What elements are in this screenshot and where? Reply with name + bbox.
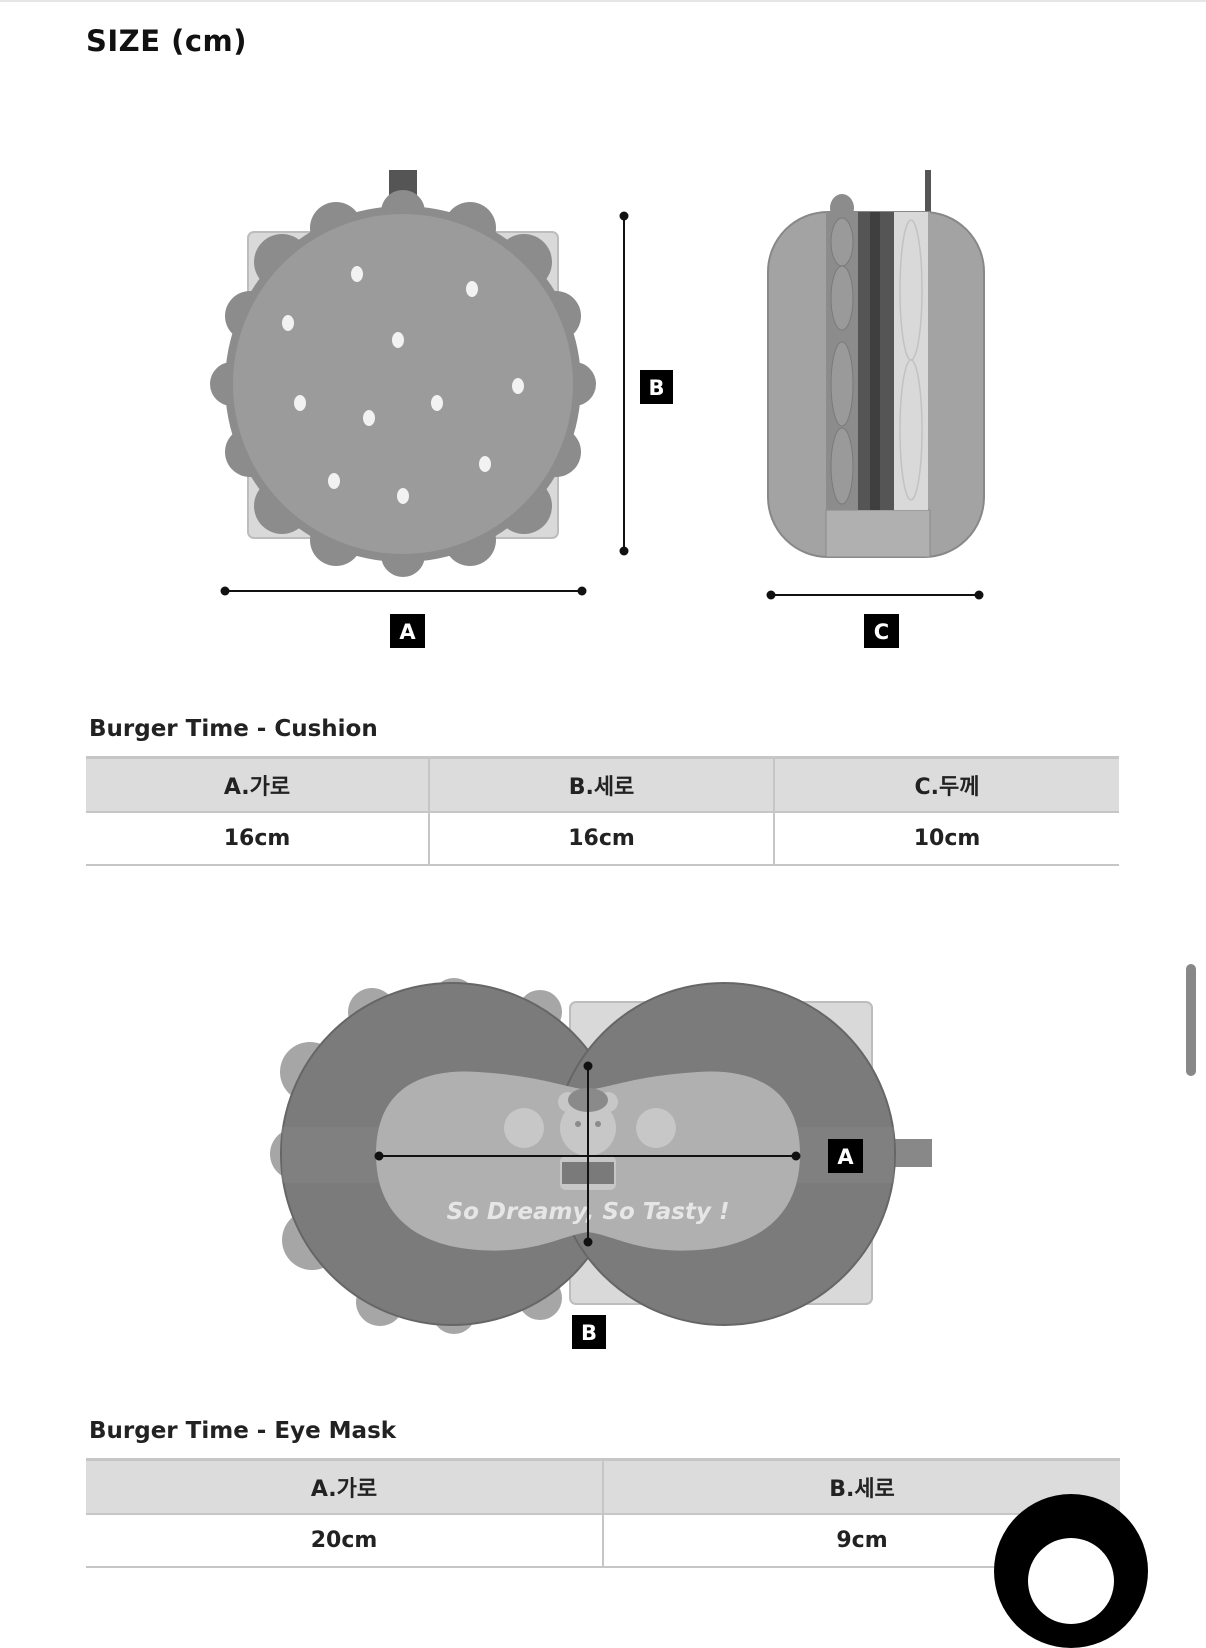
scrollbar-thumb[interactable] <box>1186 964 1196 1076</box>
label-a-text: A <box>399 620 416 644</box>
size-diagrams: So Dreamy, So Tasty ! B A C A B <box>210 170 985 1349</box>
mask-dimension-b-line <box>583 1061 593 1247</box>
cushion-size-table: A.가로 B.세로 C.두께 16cm 16cm 10cm <box>86 756 1119 866</box>
cell-width: 16cm <box>86 812 429 866</box>
label-box-a: A <box>390 614 425 648</box>
chat-icon[interactable] <box>994 1494 1148 1648</box>
eye-mask-illustration: So Dreamy, So Tasty ! <box>270 978 932 1334</box>
cell-height: 16cm <box>428 812 774 866</box>
eye-mask-size-table: A.가로 B.세로 20cm 9cm <box>86 1458 1120 1568</box>
table-row: 16cm 16cm 10cm <box>86 812 1119 866</box>
cushion-section-title: Burger Time - Cushion <box>89 716 378 742</box>
table-row: 20cm 9cm <box>86 1514 1120 1568</box>
cell-width: 20cm <box>86 1514 603 1568</box>
table-header-row: A.가로 B.세로 <box>86 1458 1120 1515</box>
header-width: A.가로 <box>86 756 429 813</box>
cushion-front-illustration <box>210 170 596 577</box>
header-width: A.가로 <box>86 1458 603 1515</box>
page-title: SIZE (cm) <box>86 24 248 58</box>
mask-label-a-text: A <box>837 1145 854 1169</box>
dimension-c-line <box>766 590 984 600</box>
header-thickness: C.두께 <box>773 756 1119 813</box>
label-b-text: B <box>648 376 664 400</box>
chat-icon-inner <box>1028 1538 1114 1624</box>
top-divider <box>0 0 1206 2</box>
mask-label-box-a: A <box>828 1139 863 1173</box>
eye-mask-section-title: Burger Time - Eye Mask <box>89 1418 397 1444</box>
dimension-a-line <box>220 586 587 596</box>
cell-thickness: 10cm <box>773 812 1119 866</box>
table-header-row: A.가로 B.세로 C.두께 <box>86 756 1119 813</box>
label-box-b: B <box>640 370 673 404</box>
cushion-side-illustration <box>767 170 985 558</box>
label-c-text: C <box>874 620 889 644</box>
label-box-c: C <box>864 614 899 648</box>
mask-label-b-text: B <box>581 1321 597 1345</box>
header-height: B.세로 <box>428 756 774 813</box>
dimension-b-line <box>619 211 629 556</box>
mask-label-box-b: B <box>572 1315 606 1349</box>
